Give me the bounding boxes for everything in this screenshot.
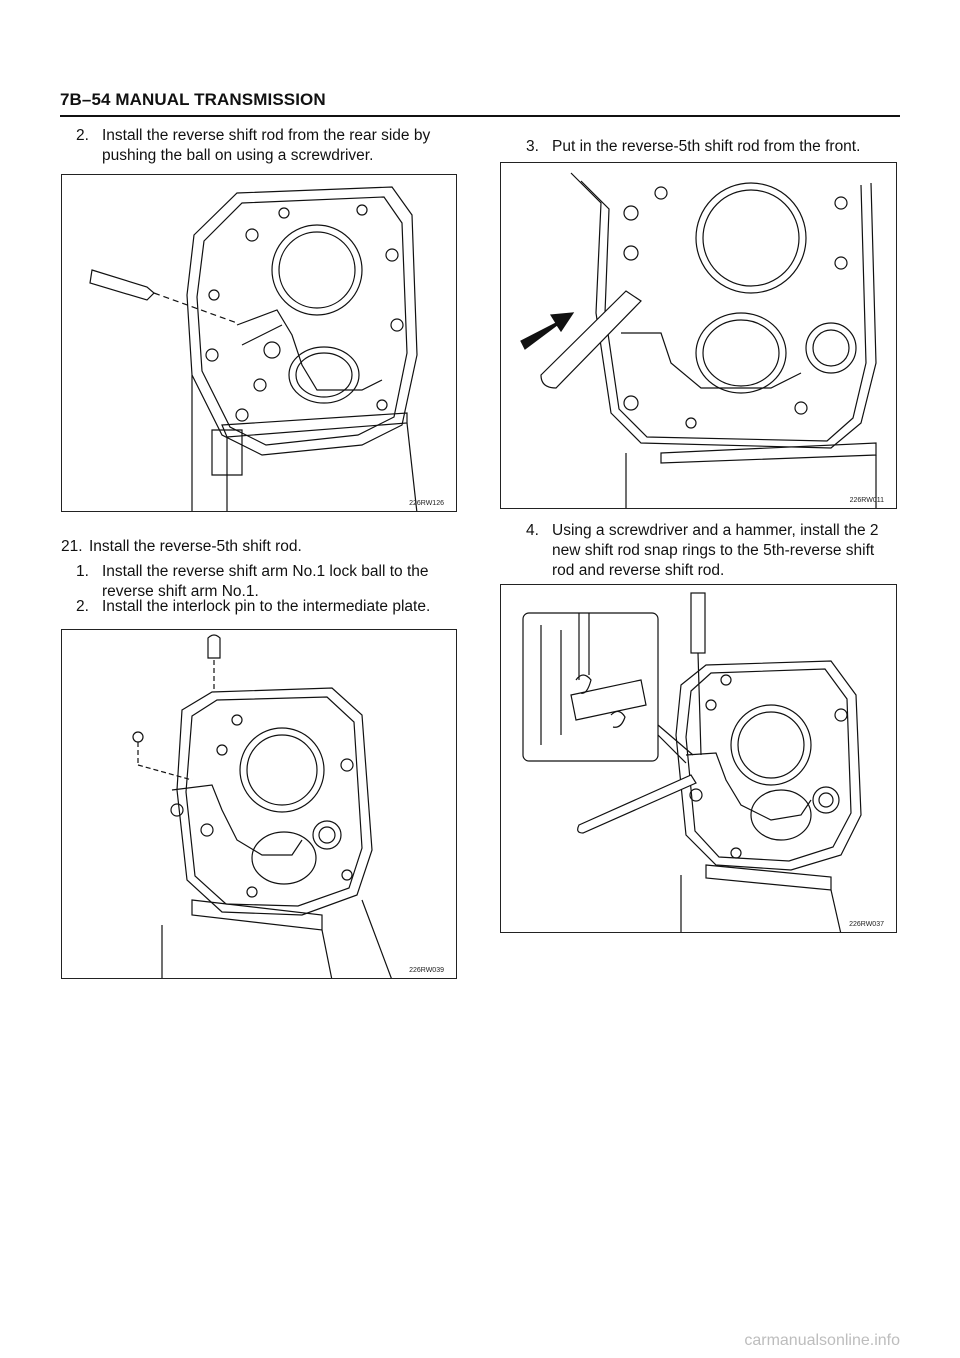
step-text: Put in the reverse-5th shift rod from th… bbox=[552, 138, 861, 155]
step-text: Install the reverse-5th shift rod. bbox=[89, 538, 302, 555]
figure-code: 226RW011 bbox=[849, 497, 884, 504]
figure-interlock-pin: 226RW039 bbox=[61, 629, 457, 979]
figure-snap-rings: 226RW037 bbox=[500, 584, 897, 933]
step-text-line3: rod and reverse shift rod. bbox=[552, 562, 725, 579]
figure-illustration bbox=[522, 592, 862, 932]
figure-code: 226RW039 bbox=[409, 967, 444, 974]
step-text: Install the interlock pin to the interme… bbox=[102, 598, 431, 615]
step-text-line1: Using a screwdriver and a hammer, instal… bbox=[552, 522, 879, 539]
header-rule bbox=[60, 115, 900, 117]
figure-illustration bbox=[89, 186, 418, 511]
step-number: 4. bbox=[526, 522, 539, 539]
step-text-line1: Install the reverse shift rod from the r… bbox=[102, 127, 431, 144]
step-number: 2. bbox=[76, 127, 89, 144]
page-header: 7B–54 MANUAL TRANSMISSION bbox=[60, 90, 900, 117]
page-title: 7B–54 MANUAL TRANSMISSION bbox=[60, 90, 326, 109]
step-number: 2. bbox=[76, 598, 89, 615]
step-text-line1: Install the reverse shift arm No.1 lock … bbox=[102, 563, 429, 580]
figure-illustration bbox=[520, 172, 877, 508]
figure-code: 226RW037 bbox=[849, 921, 884, 928]
step-number: 21. bbox=[61, 538, 83, 555]
step-text-line2: new shift rod snap rings to the 5th-reve… bbox=[552, 542, 875, 559]
figure-insert-shift-rod-front: 226RW011 bbox=[500, 162, 897, 509]
step-number: 3. bbox=[526, 138, 539, 155]
watermark: carmanualsonline.info bbox=[744, 1332, 900, 1349]
figure-code: 226RW126 bbox=[409, 500, 444, 507]
step-number: 1. bbox=[76, 563, 89, 580]
step-text-line2: pushing the ball on using a screwdriver. bbox=[102, 147, 374, 164]
figure-reverse-shift-rod-rear: 226RW126 bbox=[61, 174, 457, 512]
step-text-line2: reverse shift arm No.1. bbox=[102, 583, 259, 600]
figure-illustration bbox=[132, 634, 392, 978]
